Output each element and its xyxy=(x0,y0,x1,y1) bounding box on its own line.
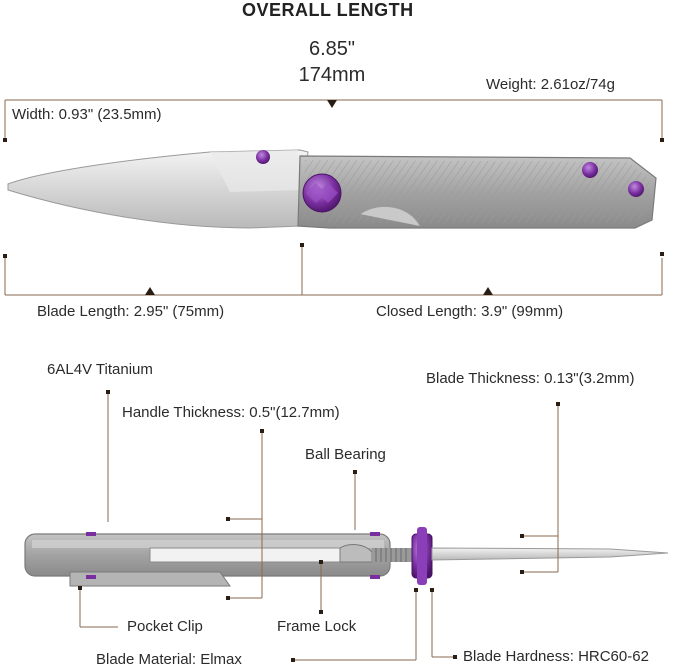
dim-end-marker xyxy=(660,252,664,256)
dim-end-marker xyxy=(3,138,7,142)
overall-length-title: OVERALL LENGTH xyxy=(242,0,414,20)
side-view-knife-illustration xyxy=(24,527,669,587)
blade-thickness-label: Blade Thickness: 0.13"(3.2mm) xyxy=(426,370,635,387)
weight-label: Weight: 2.61oz/74g xyxy=(486,76,615,93)
width-label: Width: 0.93" (23.5mm) xyxy=(12,106,162,123)
dim-end-marker xyxy=(3,254,7,258)
closed-length-arrow xyxy=(483,287,493,295)
blade-hardness-label: Blade Hardness: HRC60-62 xyxy=(463,648,649,665)
blade-material-label: Blade Material: Elmax xyxy=(96,651,242,668)
leader-end-markers xyxy=(78,390,560,662)
dim-end-marker xyxy=(300,243,304,247)
handle-thickness-label: Handle Thickness: 0.5"(12.7mm) xyxy=(122,404,340,421)
frame-lock-label: Frame Lock xyxy=(277,618,357,635)
open-knife-illustration xyxy=(7,149,657,229)
blade-length-arrow xyxy=(145,287,155,295)
pocket-clip-label: Pocket Clip xyxy=(127,618,203,635)
leader-lines xyxy=(79,392,559,661)
closed-length-label: Closed Length: 3.9" (99mm) xyxy=(376,303,564,320)
ball-bearing-label: Ball Bearing xyxy=(305,446,386,463)
blade-length-dimension xyxy=(4,245,663,296)
dim-end-marker xyxy=(660,138,664,142)
overall-length-inches: 6.85" xyxy=(308,38,356,60)
handle-material-label: 6AL4V Titanium xyxy=(47,361,153,378)
overall-arrow-marker xyxy=(327,100,337,108)
blade-length-label: Blade Length: 2.95" (75mm) xyxy=(37,303,225,320)
overall-length-mm: 174mm xyxy=(298,64,366,86)
